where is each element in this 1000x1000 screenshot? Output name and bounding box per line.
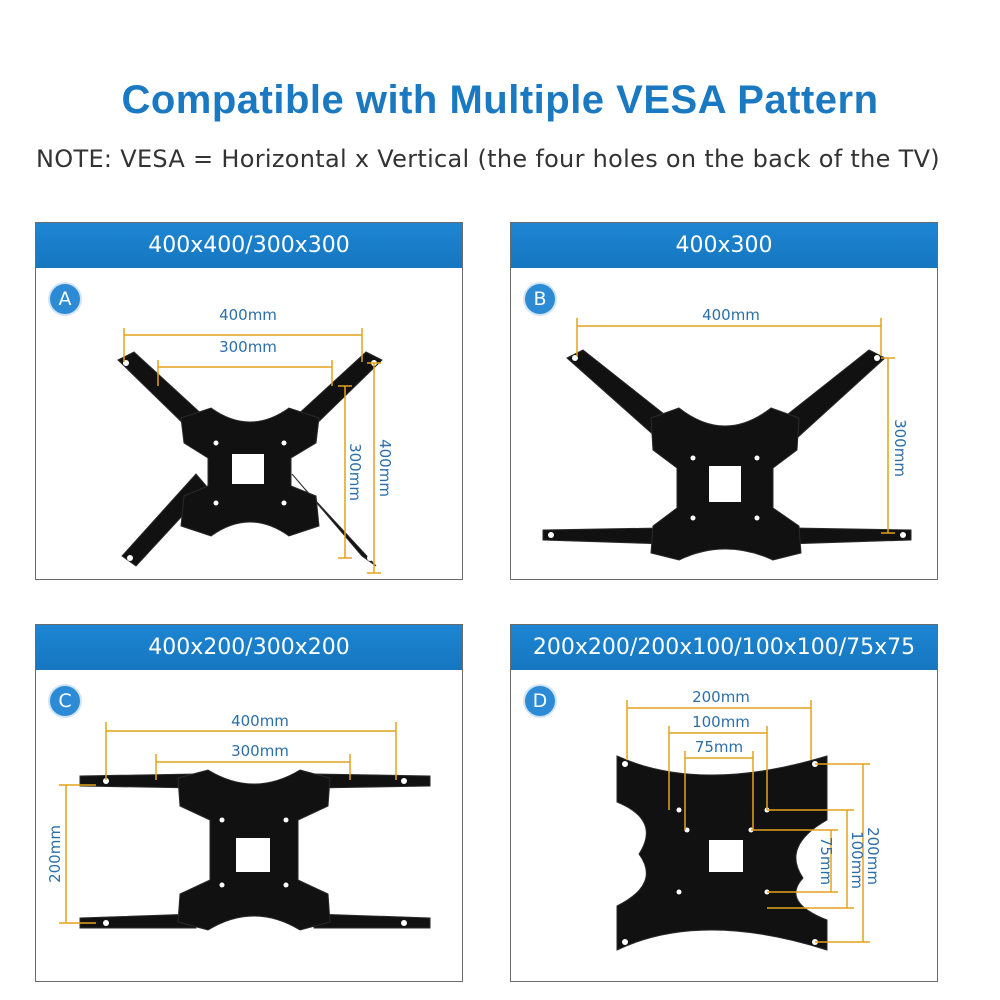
panel-b-header: 400x300 <box>511 223 937 268</box>
badge-a: A <box>50 284 80 314</box>
dim-d-h3: 75mm <box>695 738 743 756</box>
dim-a-v2: 400mm <box>376 439 394 497</box>
badge-d: D <box>525 686 555 716</box>
dim-d-h2: 100mm <box>692 713 750 731</box>
badge-b: B <box>525 284 555 314</box>
vesa-note: NOTE: VESA = Horizontal x Vertical (the … <box>36 145 940 173</box>
panel-a: 400x400/300x300 A 400mm 300mm 300mm 4 <box>35 222 463 580</box>
vesa-diagram-c: 400mm 300mm 200mm <box>46 712 431 931</box>
dim-d-v2: 100mm <box>848 831 866 889</box>
bracket-b <box>542 349 912 561</box>
panel-c-header: 400x200/300x200 <box>36 625 462 670</box>
dim-b-v1: 300mm <box>891 419 909 477</box>
panel-b: 400x300 B 400mm 300mm <box>510 222 938 580</box>
vesa-diagram-b: 400mm 300mm <box>542 306 912 561</box>
dim-c-v1: 200mm <box>46 825 64 883</box>
dim-c-h1: 400mm <box>231 712 289 730</box>
dim-b-h1: 400mm <box>702 306 760 324</box>
panel-a-header: 400x400/300x300 <box>36 223 462 268</box>
dim-d-v3: 200mm <box>864 827 882 885</box>
dim-c-h2: 300mm <box>231 742 289 760</box>
dim-d-v1: 75mm <box>817 837 835 885</box>
page-title: Compatible with Multiple VESA Pattern <box>121 78 879 122</box>
panel-c: 400x200/300x200 C 400mm 300mm 200mm <box>35 624 463 982</box>
vesa-diagram-a: 400mm 300mm 300mm 400mm <box>117 306 394 574</box>
panel-d-header: 200x200/200x100/100x100/75x75 <box>511 625 937 670</box>
dim-d-h1: 200mm <box>692 688 750 706</box>
panel-d: 200x200/200x100/100x100/75x75 D 200mm 10… <box>510 624 938 982</box>
dim-a-h2: 300mm <box>219 338 277 356</box>
badge-c: C <box>50 686 80 716</box>
dim-a-h1: 400mm <box>219 306 277 324</box>
dim-a-v1: 300mm <box>346 443 364 501</box>
vesa-diagram-d: 200mm 100mm 75mm 75mm 100mm 200mm <box>616 688 882 951</box>
